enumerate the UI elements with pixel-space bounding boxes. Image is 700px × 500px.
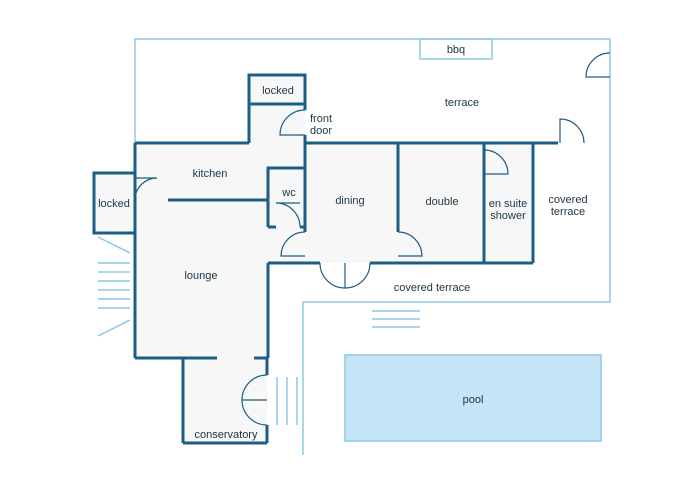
- label-terrace: terrace: [445, 97, 479, 109]
- bbq-area: [419, 38, 493, 60]
- door-terrace-mid: [559, 118, 585, 144]
- room-fills: [94, 75, 533, 443]
- label-wc: wc: [281, 187, 296, 199]
- door-french-left: [319, 262, 346, 289]
- door-wc: [275, 202, 301, 228]
- door-conservatory-top: [241, 374, 268, 401]
- label-conservatory: conservatory: [195, 429, 258, 441]
- walls: [92, 73, 558, 445]
- front-door-swing: [279, 109, 306, 136]
- door-terrace-top: [585, 52, 611, 78]
- door-dining-double: [397, 231, 423, 257]
- label-double: double: [425, 196, 458, 208]
- label-covered-terrace-right: terrace: [551, 206, 585, 218]
- label-locked-top: locked: [262, 85, 294, 97]
- door-locked-left: [134, 177, 158, 201]
- label-front: front: [310, 113, 332, 125]
- label-covered-terrace-bottom: covered terrace: [394, 282, 470, 294]
- label-door: door: [310, 125, 332, 137]
- steps-terrace: [372, 310, 420, 328]
- door-ensuite: [483, 149, 509, 175]
- terrace-outline: [134, 38, 611, 455]
- door-dining-left: [280, 231, 306, 257]
- label-covered: covered: [548, 194, 587, 206]
- label-shower: shower: [490, 210, 526, 222]
- label-dining: dining: [335, 195, 364, 207]
- door-conservatory-bottom: [241, 399, 268, 426]
- room-labels: bbq terrace locked front door kitchen wc…: [98, 44, 587, 441]
- label-lounge: lounge: [184, 270, 217, 282]
- label-kitchen: kitchen: [193, 168, 228, 180]
- steps-conservatory: [276, 377, 298, 425]
- label-pool: pool: [463, 394, 484, 406]
- steps-left: [97, 236, 131, 337]
- label-en-suite: en suite: [489, 198, 528, 210]
- door-french-right: [344, 262, 371, 289]
- label-bbq: bbq: [447, 44, 465, 56]
- doors: [134, 52, 611, 426]
- pool: [344, 354, 602, 442]
- label-locked-left: locked: [98, 198, 130, 210]
